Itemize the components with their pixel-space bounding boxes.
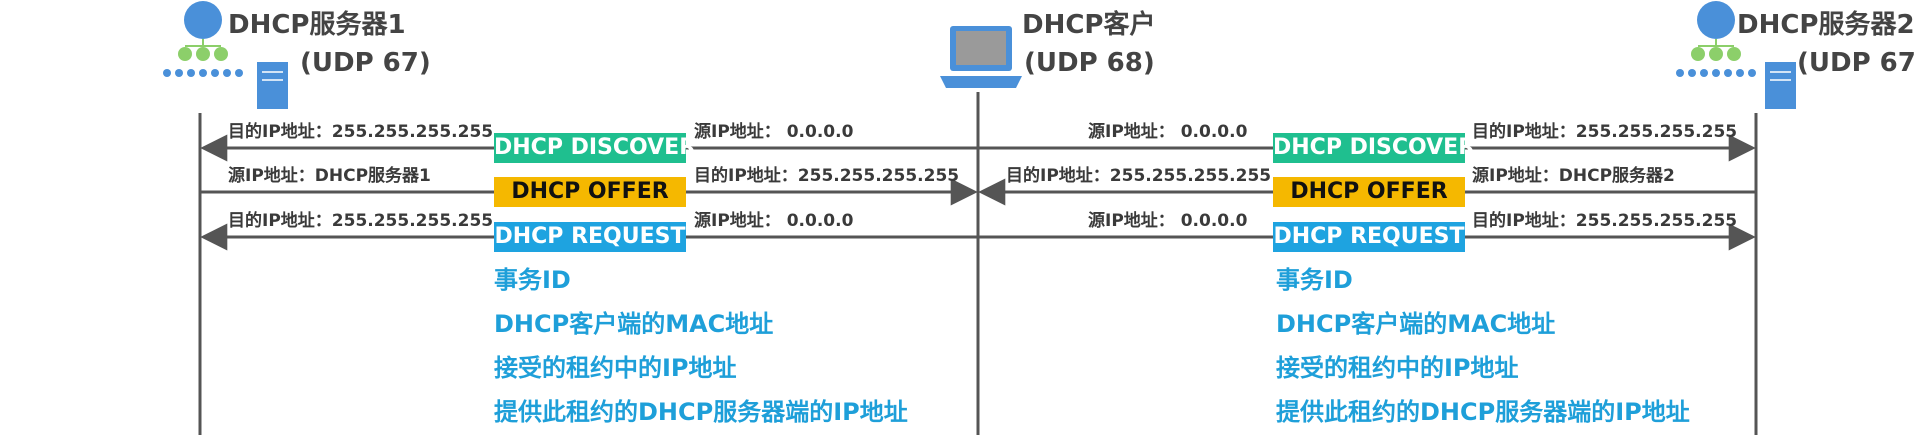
left-offer-src: 源IP地址：DHCP服务器1 (228, 166, 431, 186)
left-request-message: DHCP REQUEST (494, 222, 686, 252)
right-discover-src: 源IP地址： 0.0.0.0 (1088, 122, 1248, 142)
left-request-dst: 目的IP地址：255.255.255.255 (228, 211, 494, 231)
left-request-src: 源IP地址： 0.0.0.0 (694, 211, 854, 231)
right-request-dst: 目的IP地址：255.255.255.255 (1472, 211, 1738, 231)
right-offer-dst: 目的IP地址：255.255.255.255 (1006, 166, 1272, 186)
left-discover-message: DHCP DISCOVER (494, 133, 696, 163)
server1-name: DHCP服务器1 (228, 10, 406, 40)
left-offer-dst: 目的IP地址：255.255.255.255 (694, 166, 960, 186)
right-note-transaction-id: 事务ID (1276, 266, 1353, 294)
client-name: DHCP客户 (1022, 10, 1156, 40)
right-note-client-mac: DHCP客户端的MAC地址 (1276, 310, 1556, 338)
left-offer-message: DHCP OFFER (494, 177, 686, 207)
right-discover-dst: 目的IP地址：255.255.255.255 (1472, 122, 1738, 142)
left-note-leased-ip: 接受的租约中的IP地址 (494, 354, 737, 382)
right-discover-message: DHCP DISCOVER (1273, 133, 1475, 163)
left-note-server-ip: 提供此租约的DHCP服务器端的IP地址 (494, 398, 908, 426)
server2-name: DHCP服务器2 (1737, 10, 1915, 40)
right-request-message: DHCP REQUEST (1273, 222, 1465, 252)
left-discover-dst: 目的IP地址：255.255.255.255 (228, 122, 494, 142)
right-note-server-ip: 提供此租约的DHCP服务器端的IP地址 (1276, 398, 1690, 426)
server1-port: (UDP 67) (300, 48, 431, 78)
server-network-icon (163, 1, 288, 109)
right-offer-src: 源IP地址：DHCP服务器2 (1472, 166, 1675, 186)
left-note-client-mac: DHCP客户端的MAC地址 (494, 310, 774, 338)
right-request-src: 源IP地址： 0.0.0.0 (1088, 211, 1248, 231)
left-note-transaction-id: 事务ID (494, 266, 571, 294)
laptop-icon (940, 26, 1022, 88)
right-note-leased-ip: 接受的租约中的IP地址 (1276, 354, 1519, 382)
server2-port: (UDP 67) (1797, 48, 1916, 78)
right-offer-message: DHCP OFFER (1273, 177, 1465, 207)
server-network-icon (1676, 1, 1796, 109)
client-port: (UDP 68) (1024, 48, 1155, 78)
left-discover-src: 源IP地址： 0.0.0.0 (694, 122, 854, 142)
